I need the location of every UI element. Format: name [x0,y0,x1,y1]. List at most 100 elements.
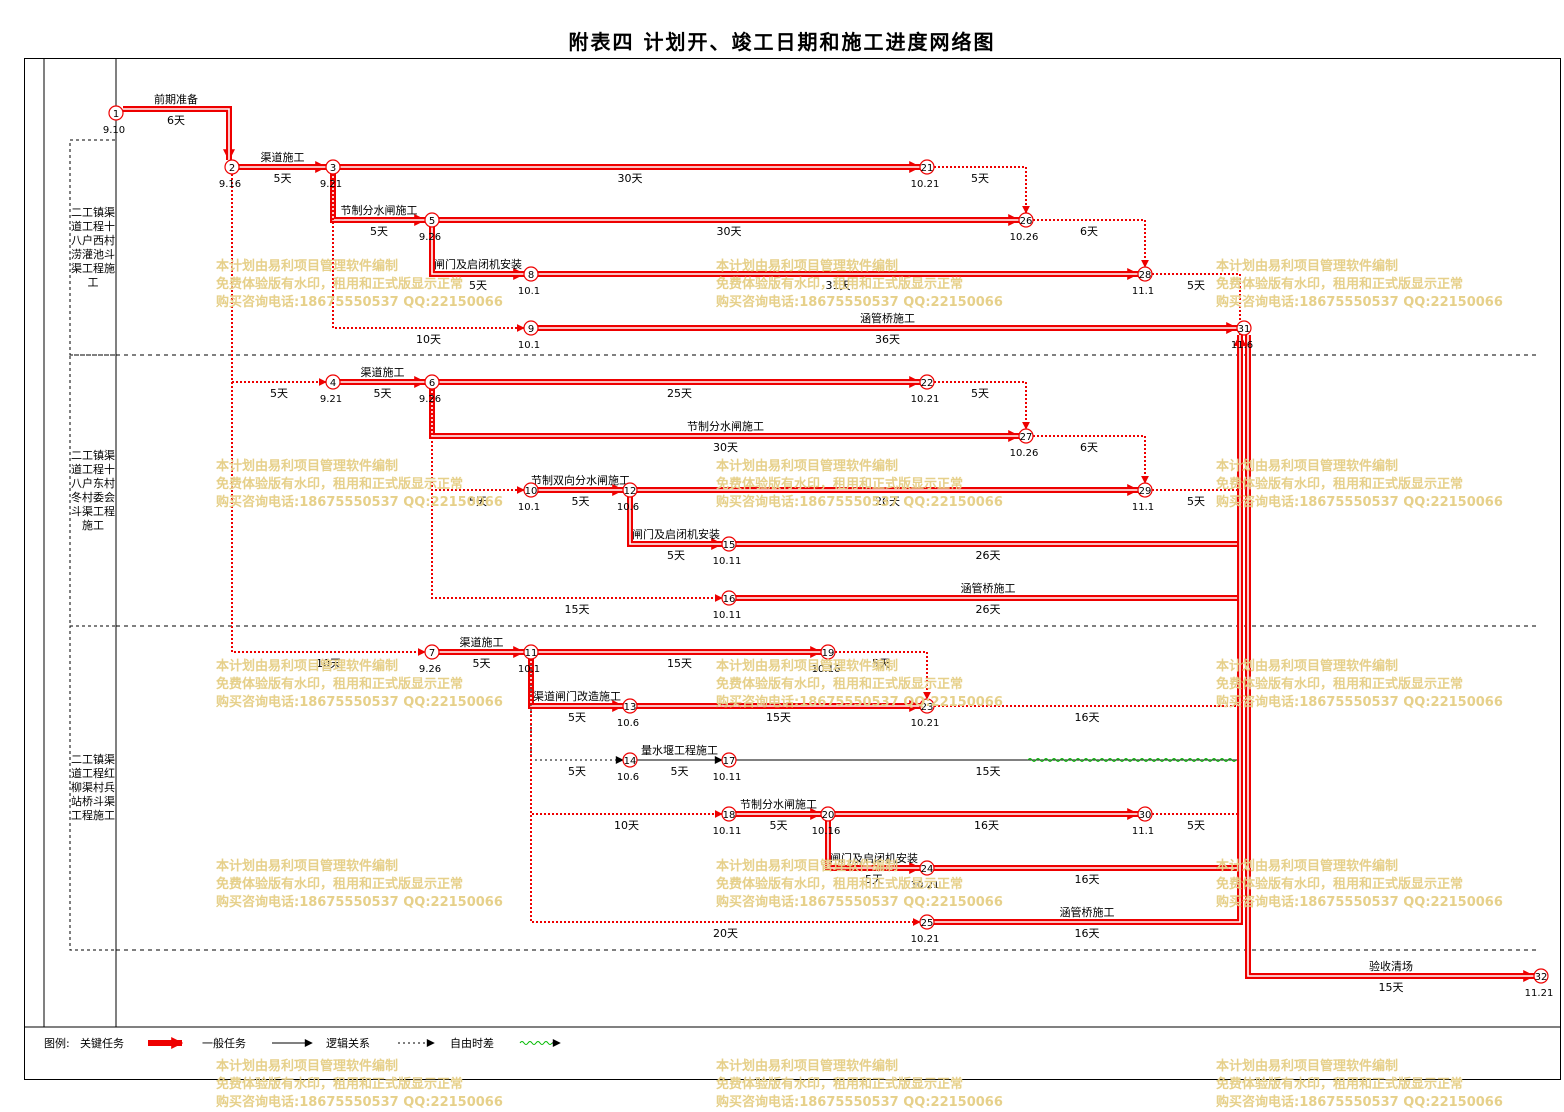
activity-11-13-duration: 5天 [568,711,586,724]
activity-12-15-name: 闸门及启闭机安装 [632,527,720,541]
activity-1-2-core [123,108,230,160]
diagram-frame [24,58,1561,1080]
node-25-number: 25 [921,918,934,929]
node-26-date: 10.26 [1010,232,1039,243]
activity-9-31-duration: 36天 [875,333,900,346]
node-5-circle [424,212,440,228]
activity-24-31-bar [934,333,1246,871]
activity-26-28-duration: 6天 [1080,225,1098,238]
activity-18-20-duration: 5天 [770,819,788,832]
node-6-number: 6 [429,378,435,389]
node-11-number: 11 [525,648,538,659]
activity-3-5-name: 节制分水闸施工 [341,204,418,217]
legend-label-1: 关键任务 [80,1036,124,1050]
activity-17-31-duration: 15天 [976,765,1001,778]
page-title: 附表四 计划开、竣工日期和施工进度网络图 [568,30,996,54]
node-29-number: 29 [1139,486,1152,497]
activity-2-3-duration: 5天 [274,172,292,185]
node-31-circle [1236,320,1252,336]
activity-11-18-dotted [530,659,723,818]
section-label-3: 二工镇渠道工程红柳渠村兵站桥斗渠工程施工 [71,753,115,822]
activity-10-12-name: 节制双向分水闸施工 [531,473,630,487]
node-9-number: 9 [528,324,534,335]
node-10-date: 10.1 [518,502,540,513]
activity-27-29-dotted [1033,435,1149,484]
node-30-circle [1137,806,1153,822]
activity-16-31-name: 涵管桥施工 [961,581,1016,595]
node-25-circle [919,914,935,930]
legend-title: 图例: [44,1036,70,1050]
node-17-circle [721,752,737,768]
activity-2-4-dotted [231,174,327,386]
node-10-number: 10 [525,486,538,497]
node-31-number: 31 [1238,324,1251,335]
activity-30-31-dotted [1152,334,1244,815]
node-21-number: 21 [921,163,934,174]
node-1-circle [108,105,124,121]
node-9-date: 10.1 [518,340,540,351]
node-13-circle [622,698,638,714]
activity-11-14-duration: 5天 [568,765,586,778]
activity-14-17-duration: 5天 [671,765,689,778]
activity-6-10-duration: 5天 [469,495,487,508]
node-28-circle [1137,266,1153,282]
activity-7-11-duration: 5天 [473,657,491,670]
node-15-number: 15 [723,540,736,551]
node-4-date: 9.21 [320,394,342,405]
activity-4-6-name: 渠道施工 [361,365,405,379]
node-10-circle [523,482,539,498]
activity-12-15-duration: 5天 [667,549,685,562]
activity-9-31-name: 涵管桥施工 [860,311,915,325]
node-18-number: 18 [723,810,736,821]
node-3-circle [325,159,341,175]
activity-20-24-core [827,821,920,869]
activity-5-8-duration: 5天 [469,279,487,292]
node-25-date: 10.21 [911,934,940,945]
node-7-number: 7 [429,648,435,659]
activity-7-11-name: 渠道施工 [460,635,504,649]
node-15-date: 10.11 [713,556,742,567]
node-4-circle [325,374,341,390]
node-18-date: 10.11 [713,826,742,837]
activity-28-31-duration: 5天 [1187,279,1205,292]
node-26-circle [1018,212,1034,228]
activity-11-13-name: 渠道闸门改造施工 [533,689,621,703]
activity-25-31-bar [934,333,1246,925]
activity-2-7-duration: 10天 [316,657,341,670]
activity-3-9-dotted [332,174,525,332]
node-21-circle [919,159,935,175]
activity-25-31-name: 涵管桥施工 [1060,905,1115,919]
activity-29-31-dotted [1152,334,1244,491]
node-12-circle [622,482,638,498]
activity-5-8-name: 闸门及启闭机安装 [434,257,522,271]
section-box-2 [69,354,117,627]
node-29-circle [1137,482,1153,498]
activity-3-9-duration: 10天 [416,333,441,346]
activity-10-12-duration: 5天 [572,495,590,508]
node-9-circle [523,320,539,336]
node-22-date: 10.21 [911,394,940,405]
node-17-number: 17 [723,756,736,767]
activity-31-32-core [1247,335,1534,977]
node-22-circle [919,374,935,390]
activity-3-21-duration: 30天 [618,172,643,185]
activity-22-27-duration: 5天 [971,387,989,400]
activity-15-31-duration: 26天 [976,549,1001,562]
activity-21-26-duration: 5天 [971,172,989,185]
node-24-date: 10.21 [911,880,940,891]
node-22-number: 22 [921,378,934,389]
section-box-1 [69,139,117,356]
node-13-date: 10.6 [617,718,639,729]
node-6-date: 9.26 [419,394,441,405]
activity-1-2-name: 前期准备 [154,92,198,106]
activity-25-31-duration: 16天 [1075,927,1100,940]
node-20-date: 10.16 [812,826,841,837]
node-23-number: 23 [921,702,934,713]
section-label-1: 二工镇渠道工程十八户西村涝灌池斗渠工程施工 [71,205,115,289]
node-14-date: 10.6 [617,772,639,783]
node-4-number: 4 [330,378,336,389]
activity-6-27-duration: 30天 [713,441,738,454]
node-3-number: 3 [330,163,336,174]
node-32-date: 11.21 [1525,988,1554,999]
